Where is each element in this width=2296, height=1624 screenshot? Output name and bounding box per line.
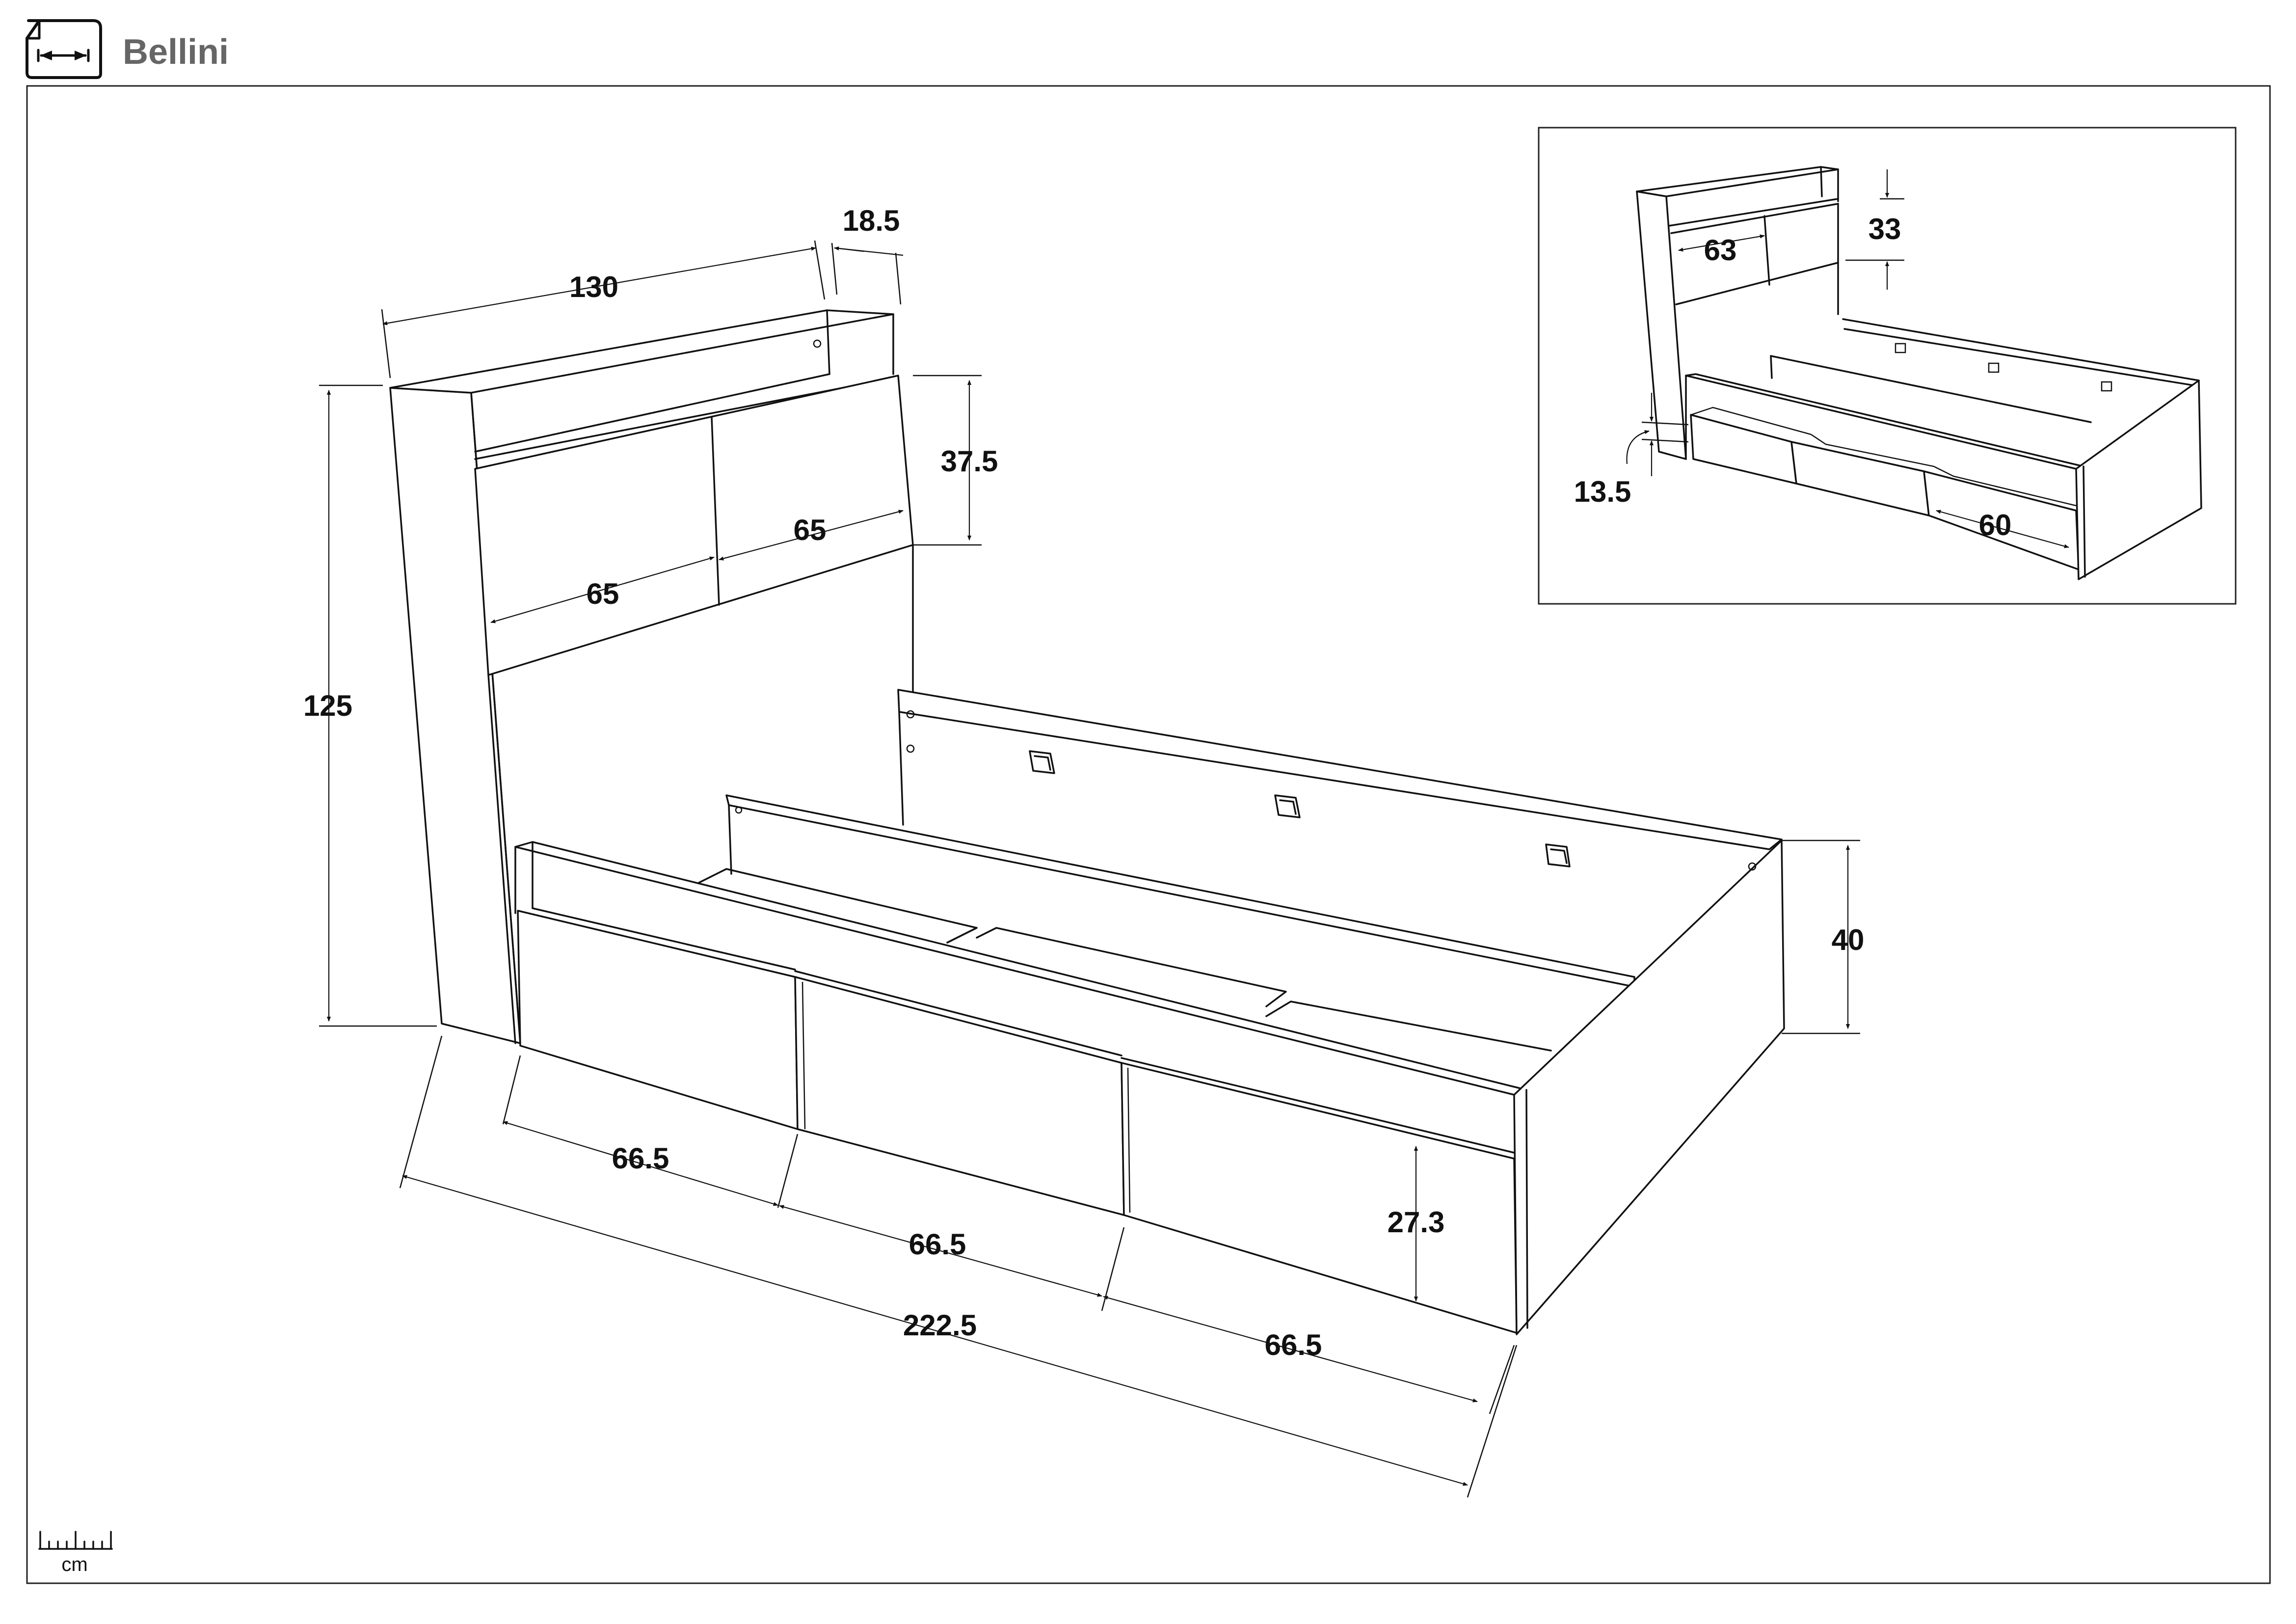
- bracket-icon: [1988, 362, 2000, 373]
- bracket-icon: [1895, 343, 1906, 353]
- drawer-front-3: [1121, 1062, 1518, 1334]
- dim-door-right: 65: [794, 514, 827, 546]
- back-rail: [897, 689, 1783, 850]
- drawing-frame: [26, 85, 2271, 1584]
- dim-drawer-2: 66.5: [909, 1228, 966, 1261]
- dim-door-left: 65: [587, 577, 619, 610]
- dim-drawer-height: 27.3: [1388, 1206, 1445, 1239]
- bracket-icon: [1545, 843, 1571, 867]
- drawer-front-1: [517, 910, 799, 1130]
- dim-headboard-width: 130: [569, 271, 618, 303]
- bracket-icon: [1029, 750, 1055, 774]
- dim-shelf-height: 37.5: [941, 445, 998, 478]
- header: Bellini: [26, 19, 229, 79]
- dim-compartment-height: 33: [1869, 213, 1901, 245]
- dim-bed-height: 40: [1832, 923, 1865, 956]
- bed-main-view: 130 18.5 125 37.5 65 65 40 27.3: [303, 204, 1865, 1498]
- dim-drawer-3: 66.5: [1265, 1328, 1322, 1361]
- dim-drawer-1: 66.5: [612, 1142, 669, 1175]
- right-side-panel: [1513, 839, 1785, 1335]
- bracket-icon: [1274, 794, 1301, 818]
- inset-frame: [1538, 127, 2237, 605]
- drawer-front-2: [794, 976, 1125, 1216]
- dim-compartment-width: 63: [1704, 234, 1737, 267]
- dim-headboard-height: 125: [303, 689, 352, 722]
- bracket-icon: [2101, 381, 2112, 392]
- scale-unit: cm: [61, 1554, 87, 1575]
- dim-bed-length: 222.5: [903, 1309, 977, 1342]
- ruler-icon: [38, 1531, 113, 1550]
- center-rail: [725, 794, 1635, 988]
- inset-view: 33 63 13.5 60: [1538, 127, 2237, 605]
- headboard-top: [389, 309, 894, 394]
- dim-drawer-depth: 60: [1979, 509, 2012, 541]
- dimensions-doc-icon: [26, 19, 102, 79]
- dim-clearance: 13.5: [1574, 475, 1631, 508]
- dim-headboard-depth: 18.5: [843, 204, 900, 237]
- page-title: Bellini: [123, 32, 229, 72]
